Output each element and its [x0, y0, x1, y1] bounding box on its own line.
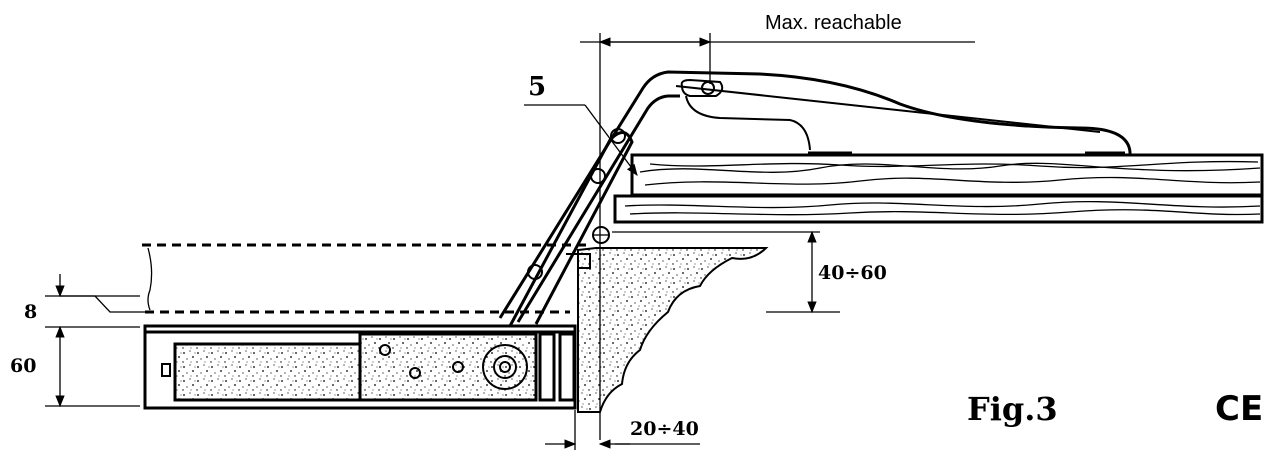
arm-pivots — [527, 128, 626, 280]
dashed-lid-outline — [142, 243, 590, 314]
wooden-deck — [613, 153, 1264, 224]
figure-label: Fig.3 — [967, 390, 1058, 428]
callout-number: 5 — [528, 72, 546, 102]
bottom-dimension: 20÷40 — [545, 410, 700, 450]
dim-cover-height: 60 — [10, 355, 36, 377]
dim-top-offset: 40÷60 — [818, 262, 887, 284]
dim-slot-height: 8 — [24, 301, 37, 323]
concrete-edge — [566, 231, 820, 413]
dim-edge-offset: 20÷40 — [630, 418, 699, 440]
left-dimensions: 8 60 — [10, 274, 145, 408]
ce-mark: CE — [1215, 389, 1263, 429]
max-reachable-label: Max. reachable — [765, 12, 902, 34]
right-dimension: 40÷60 — [766, 230, 887, 314]
lower-cover-box — [143, 324, 577, 410]
